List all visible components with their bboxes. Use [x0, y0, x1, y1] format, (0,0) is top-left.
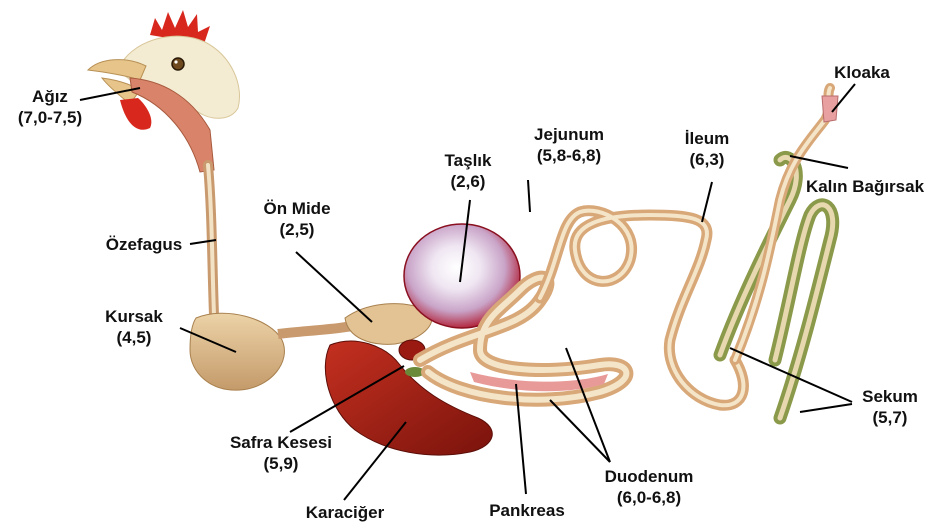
label-agiz-value: (7,0-7,5)	[6, 107, 94, 128]
label-pankreas-name: Pankreas	[472, 500, 582, 521]
label-taslik: Taşlık (2,6)	[428, 150, 508, 192]
label-jejunum-value: (5,8-6,8)	[514, 145, 624, 166]
label-safra: Safra Kesesi (5,9)	[216, 432, 346, 474]
label-duodenum-value: (6,0-6,8)	[584, 487, 714, 508]
label-safra-value: (5,9)	[216, 453, 346, 474]
label-on-mide-name: Ön Mide	[252, 198, 342, 219]
label-kalin: Kalın Bağırsak	[796, 176, 934, 197]
label-taslik-value: (2,6)	[428, 171, 508, 192]
small-intestine	[540, 211, 743, 406]
label-kursak-value: (4,5)	[96, 327, 172, 348]
eye	[172, 58, 184, 70]
label-on-mide: Ön Mide (2,5)	[252, 198, 342, 240]
label-kloaka-name: Kloaka	[822, 62, 902, 83]
label-duodenum-name: Duodenum	[584, 466, 714, 487]
upper-beak	[88, 60, 146, 80]
label-sekum-value: (5,7)	[852, 407, 928, 428]
label-taslik-name: Taşlık	[428, 150, 508, 171]
eye-highlight	[174, 60, 177, 63]
label-sekum-name: Sekum	[852, 386, 928, 407]
chicken-head	[88, 10, 240, 172]
leader-ileum	[702, 182, 712, 222]
label-agiz-name: Ağız	[6, 86, 94, 107]
label-karaciger-name: Karaciğer	[290, 502, 400, 523]
label-safra-name: Safra Kesesi	[216, 432, 346, 453]
label-ileum: İleum (6,3)	[672, 128, 742, 170]
label-ileum-value: (6,3)	[672, 149, 742, 170]
label-kloaka: Kloaka	[822, 62, 902, 83]
leader-on-mide	[296, 252, 372, 322]
crop	[190, 313, 284, 390]
label-kursak: Kursak (4,5)	[96, 306, 172, 348]
label-sekum: Sekum (5,7)	[852, 386, 928, 428]
label-karaciger: Karaciğer	[290, 502, 400, 523]
label-kursak-name: Kursak	[96, 306, 172, 327]
label-duodenum: Duodenum (6,0-6,8)	[584, 466, 714, 508]
label-ozefagus: Özefagus	[98, 234, 190, 255]
label-on-mide-value: (2,5)	[252, 219, 342, 240]
leader-jejunum	[528, 180, 530, 212]
leader-duodenum-1	[550, 400, 610, 462]
wattle	[120, 98, 151, 130]
label-jejunum: Jejunum (5,8-6,8)	[514, 124, 624, 166]
label-pankreas: Pankreas	[472, 500, 582, 521]
leader-sekum-2	[800, 404, 852, 412]
label-jejunum-name: Jejunum	[514, 124, 624, 145]
label-ileum-name: İleum	[672, 128, 742, 149]
label-agiz: Ağız (7,0-7,5)	[6, 86, 94, 128]
label-kalin-name: Kalın Bağırsak	[796, 176, 934, 197]
label-ozefagus-name: Özefagus	[98, 234, 190, 255]
